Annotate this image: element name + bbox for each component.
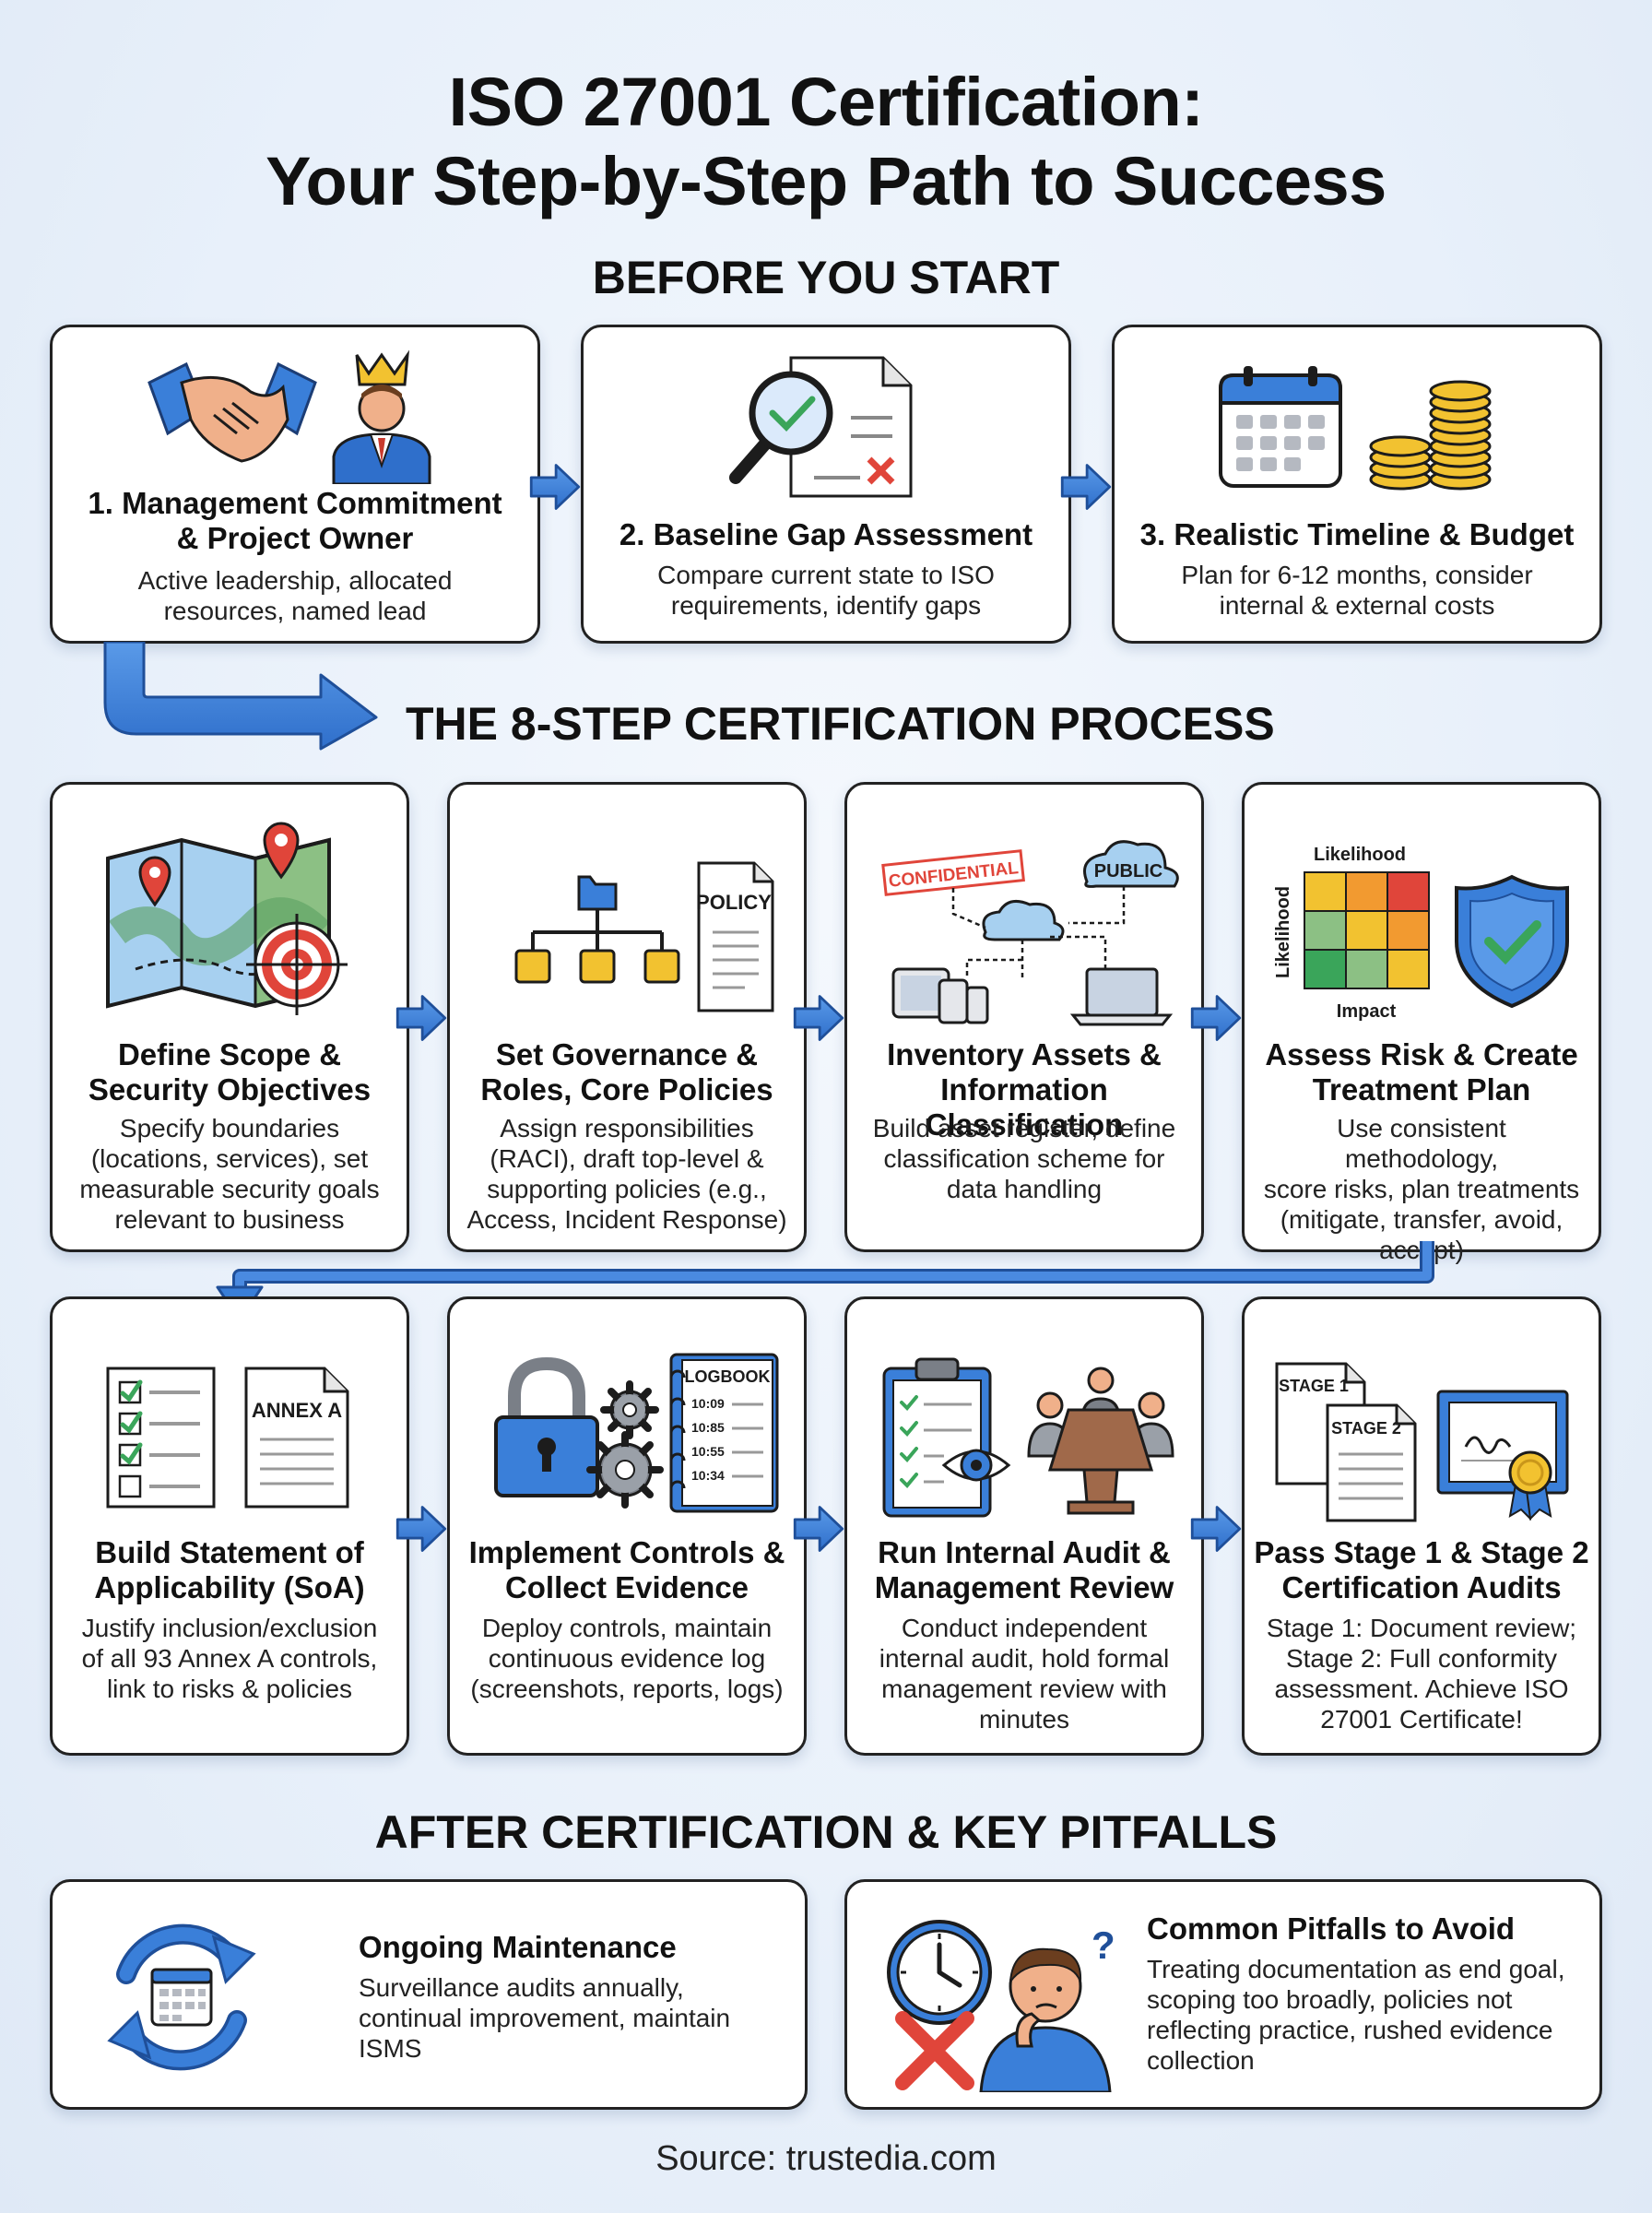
step-card-1: Define Scope & Security Objectives Speci… — [50, 782, 409, 1252]
svg-text:10:85: 10:85 — [691, 1420, 725, 1435]
step-card-7: Run Internal Audit & Management Review C… — [844, 1296, 1204, 1756]
step-8-desc: Stage 1: Document review; Stage 2: Full … — [1266, 1614, 1577, 1734]
step-1-title: Define Scope & Security Objectives — [88, 1037, 372, 1106]
step-2-desc: Assign responsibilities (RACI), draft to… — [466, 1114, 787, 1234]
source-credit: Source: trustedia.com — [655, 2139, 997, 2178]
step-card-6: LOGBOOK 10:09 10:85 10:55 10:34 Implemen… — [447, 1296, 807, 1756]
svg-text:Impact: Impact — [1337, 1001, 1397, 1022]
svg-text:Likelihood: Likelihood — [1273, 886, 1293, 978]
step-1-desc: Specify boundaries (locations, services)… — [79, 1114, 380, 1234]
confidential-stamp: CONFIDENTIAL — [881, 849, 1025, 896]
svg-text:10:09: 10:09 — [691, 1396, 725, 1411]
before-3-desc: Plan for 6-12 months, consider internal … — [1181, 561, 1533, 620]
arrow-right-icon — [529, 463, 581, 511]
org-chart-policy-icon: POLICY — [514, 861, 774, 1012]
svg-text:STAGE 2: STAGE 2 — [1331, 1419, 1401, 1438]
policy-label: POLICY — [696, 891, 772, 914]
maintenance-title: Ongoing Maintenance — [359, 1930, 677, 1964]
maintenance-desc: Surveillance audits annually, continual … — [359, 1973, 731, 2063]
meeting-people-icon — [1027, 1367, 1174, 1515]
before-2-title: 2. Baseline Gap Assessment — [619, 517, 1033, 551]
svg-text:STAGE 1: STAGE 1 — [1279, 1377, 1349, 1395]
arrow-right-icon — [793, 994, 844, 1042]
stage-certificate-icon: STAGE 1 STAGE 2 — [1275, 1362, 1569, 1522]
cycle-calendar-icon — [107, 1923, 256, 2071]
step-4-title: Assess Risk & Create Treatment Plan — [1265, 1037, 1578, 1106]
before-card-3: 3. Realistic Timeline & Budget Plan for … — [1112, 325, 1602, 644]
step-7-title: Run Internal Audit & Management Review — [874, 1535, 1174, 1604]
arrow-right-icon — [793, 1505, 844, 1553]
step-card-3: CONFIDENTIAL PUBLIC Inventory Assets & I… — [844, 782, 1204, 1252]
step-card-2: POLICY Set Governance & Roles, Core Poli… — [447, 782, 807, 1252]
before-1-desc: Active leadership, allocated resources, … — [137, 566, 453, 625]
arrow-right-icon — [1190, 1505, 1242, 1553]
pitfalls-card: ? Common Pitfalls to Avoid Treating docu… — [844, 1879, 1602, 2110]
step-3-desc: Build asset register, define classificat… — [872, 1114, 1176, 1203]
step-5-desc: Justify inclusion/exclusion of all 93 An… — [81, 1614, 378, 1703]
step-3-title: Inventory Assets & Information Classific… — [887, 1037, 1162, 1142]
map-target-icon — [106, 822, 348, 1015]
step-6-desc: Deploy controls, maintain continuous evi… — [470, 1614, 784, 1703]
svg-text:LOGBOOK: LOGBOOK — [685, 1367, 771, 1386]
step-6-title: Implement Controls & Collect Evidence — [468, 1535, 785, 1604]
section-after: AFTER CERTIFICATION & KEY PITFALLS — [374, 1806, 1278, 1858]
arrow-right-icon — [1060, 463, 1112, 511]
svg-text:10:34: 10:34 — [691, 1468, 725, 1483]
svg-text:10:55: 10:55 — [691, 1444, 725, 1459]
step-7-desc: Conduct independent internal audit, hold… — [879, 1614, 1170, 1734]
step-card-5: ANNEX A Build Statement of Applicability… — [50, 1296, 409, 1756]
step-8-title: Pass Stage 1 & Stage 2 Certification Aud… — [1254, 1535, 1589, 1604]
step-5-title: Build Statement of Applicability (SoA) — [94, 1535, 365, 1604]
svg-text:?: ? — [1092, 1923, 1115, 1967]
calendar-coins-icon — [1219, 366, 1492, 491]
section-before: BEFORE YOU START — [592, 252, 1060, 303]
handshake-icon — [148, 349, 431, 484]
before-card-1: 1. Management Commitment & Project Owner… — [50, 325, 540, 644]
svg-text:Likelihood: Likelihood — [1314, 845, 1406, 865]
audit-meeting-icon — [882, 1357, 1174, 1518]
before-card-2: 2. Baseline Gap Assessment Compare curre… — [581, 325, 1071, 644]
page-title: ISO 27001 Certification: Your Step-by-St… — [0, 63, 1652, 221]
pitfalls-title: Common Pitfalls to Avoid — [1147, 1911, 1516, 1946]
title-line-2: Your Step-by-Step Path to Success — [266, 143, 1386, 219]
step-2-title: Set Governance & Roles, Core Policies — [480, 1037, 773, 1106]
arrow-right-icon — [395, 1505, 447, 1553]
arrow-right-icon — [395, 994, 447, 1042]
confused-person-icon: ? — [979, 1923, 1115, 2092]
step-4-desc: Use consistent methodology, score risks,… — [1263, 1114, 1580, 1264]
section-process: THE 8-STEP CERTIFICATION PROCESS — [406, 698, 1275, 750]
svg-text:ANNEX A: ANNEX A — [252, 1399, 342, 1422]
before-2-desc: Compare current state to ISO requirement… — [657, 561, 995, 620]
before-3-title: 3. Realistic Timeline & Budget — [1139, 517, 1575, 551]
before-1-title: 1. Management Commitment & Project Owner — [88, 486, 502, 555]
executive-icon — [332, 349, 431, 484]
pitfalls-desc: Treating documentation as end goal, scop… — [1147, 1955, 1565, 2075]
step-card-4: Likelihood Likelihood Impact Assess Risk… — [1242, 782, 1601, 1264]
clock-confused-icon: ? — [887, 1920, 1115, 2092]
risk-matrix-shield-icon: Likelihood Likelihood Impact — [1273, 845, 1569, 1022]
coins-icon — [1369, 380, 1492, 491]
maintenance-card: Ongoing Maintenance Surveillance audits … — [50, 1879, 808, 2110]
checklist-annex-icon: ANNEX A — [106, 1367, 349, 1509]
lock-gears-logbook-icon: LOGBOOK 10:09 10:85 10:55 10:34 — [494, 1353, 779, 1513]
elbow-arrow-icon — [103, 642, 378, 751]
asset-cloud-icon: CONFIDENTIAL PUBLIC — [881, 840, 1179, 1026]
gap-assessment-icon — [729, 356, 913, 498]
title-line-1: ISO 27001 Certification: — [448, 64, 1204, 140]
arrow-right-icon — [1190, 994, 1242, 1042]
step-card-8: STAGE 1 STAGE 2 Pass Stage 1 & Stage 2 C… — [1242, 1296, 1601, 1756]
svg-text:PUBLIC: PUBLIC — [1094, 861, 1162, 882]
